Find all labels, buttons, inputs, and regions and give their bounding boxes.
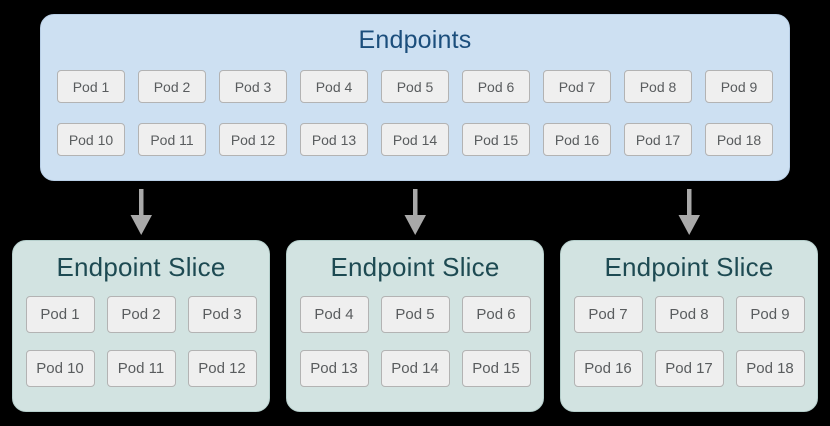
pod-chip: Pod 18	[735, 350, 805, 387]
pod-chip: Pod 11	[138, 123, 206, 156]
pod-chip: Pod 5	[381, 70, 449, 103]
pod-chip: Pod 7	[573, 296, 643, 333]
endpoints-title: Endpoints	[358, 26, 472, 54]
pod-chip: Pod 3	[219, 70, 287, 103]
endpoints-pod-row-1: Pod 1 Pod 2 Pod 3 Pod 4 Pod 5 Pod 6 Pod 7 Pod 8…	[41, 70, 789, 103]
pod-chip: Pod 14	[380, 350, 450, 387]
pod-chip: Pod 17	[624, 123, 692, 156]
endpoint-slice-title: Endpoint Slice	[56, 252, 226, 282]
endpoints-pod-row-2: Pod 10 Pod 11 Pod 12 Pod 13 Pod 14 Pod 15 Pod …	[41, 123, 789, 156]
pod-chip: Pod 7	[543, 70, 611, 103]
slice1-pod-row-1: Pod 1 Pod 2 Pod 3	[13, 296, 269, 333]
pod-chip: Pod 9	[735, 296, 805, 333]
pod-chip: Pod 8	[654, 296, 724, 333]
pod-chip: Pod 11	[106, 350, 176, 387]
pod-chip: Pod 10	[57, 123, 125, 156]
pod-chip: Pod 5	[380, 296, 450, 333]
slice2-pod-row-2: Pod 13 Pod 14 Pod 15	[287, 350, 543, 387]
slice1-pod-row-2: Pod 10 Pod 11 Pod 12	[13, 350, 269, 387]
pod-chip: Pod 10	[25, 350, 95, 387]
pod-chip: Pod 16	[573, 350, 643, 387]
pod-chip: Pod 13	[300, 123, 368, 156]
endpoint-slice-title: Endpoint Slice	[604, 252, 774, 282]
pod-chip: Pod 14	[381, 123, 449, 156]
pod-chip: Pod 15	[462, 123, 530, 156]
pod-chip: Pod 15	[461, 350, 531, 387]
pod-chip: Pod 12	[187, 350, 257, 387]
slice3-pod-row-1: Pod 7 Pod 8 Pod 9	[561, 296, 817, 333]
pod-chip: Pod 1	[25, 296, 95, 333]
pod-chip: Pod 3	[187, 296, 257, 333]
pod-chip: Pod 6	[461, 296, 531, 333]
pod-chip: Pod 18	[705, 123, 773, 156]
pod-chip: Pod 4	[300, 70, 368, 103]
slice2-pod-row-1: Pod 4 Pod 5 Pod 6	[287, 296, 543, 333]
down-arrow-icon	[404, 189, 426, 235]
endpoints-panel: Endpoints Pod 1 Pod 2 Pod 3 Pod 4 Pod 5 Pod 6…	[40, 14, 790, 181]
down-arrow-icon	[678, 189, 700, 235]
pod-chip: Pod 6	[462, 70, 530, 103]
pod-chip: Pod 2	[138, 70, 206, 103]
pod-chip: Pod 8	[624, 70, 692, 103]
slice3-pod-row-2: Pod 16 Pod 17 Pod 18	[561, 350, 817, 387]
pod-chip: Pod 9	[705, 70, 773, 103]
pod-chip: Pod 12	[219, 123, 287, 156]
pod-chip: Pod 4	[299, 296, 369, 333]
pod-chip: Pod 13	[299, 350, 369, 387]
pod-chip: Pod 1	[57, 70, 125, 103]
endpoint-slice-title: Endpoint Slice	[330, 252, 500, 282]
down-arrow-icon	[130, 189, 152, 235]
pod-chip: Pod 2	[106, 296, 176, 333]
pod-chip: Pod 16	[543, 123, 611, 156]
pod-chip: Pod 17	[654, 350, 724, 387]
